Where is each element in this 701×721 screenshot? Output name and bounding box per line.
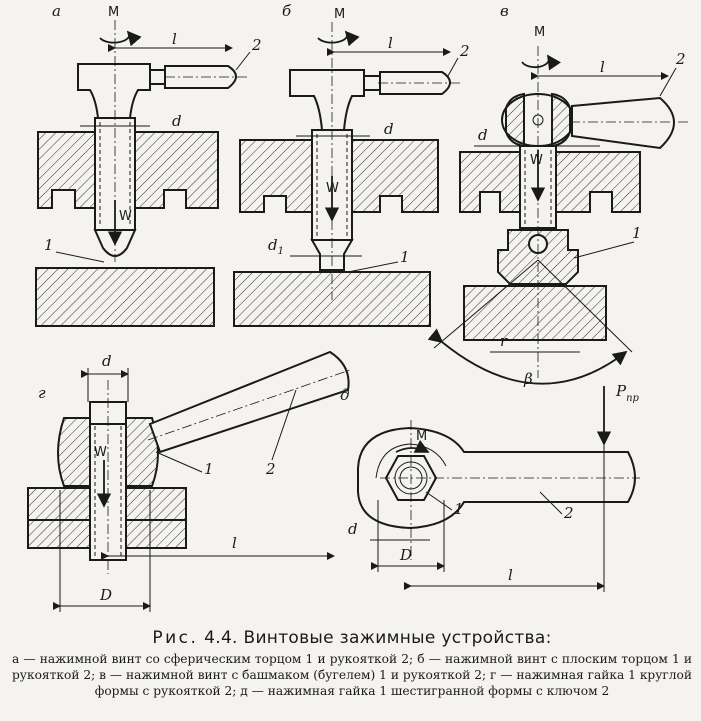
panel-g: г d W 1 2 l D: [27, 350, 351, 612]
handle-neck: [363, 75, 381, 91]
force-label: W: [119, 209, 132, 224]
screw-head: [289, 69, 365, 131]
diameter-label: d: [172, 112, 182, 130]
panel-d: д Pпр M 1 2 d D l: [340, 382, 640, 592]
workpiece: [463, 285, 607, 341]
angle-arc: [427, 328, 628, 385]
angle-label: β: [523, 370, 533, 388]
radius-label: r: [500, 332, 508, 350]
outer-diameter-label: D: [99, 586, 112, 604]
force-label: W: [326, 181, 339, 196]
force-label: Pпр: [615, 382, 640, 404]
fixture-body-right: [555, 151, 641, 213]
panel-d-letter: д: [340, 386, 350, 404]
force-label: W: [94, 445, 107, 460]
workpiece: [35, 267, 215, 327]
handle-neck: [149, 69, 166, 85]
moment-label: M: [416, 429, 427, 444]
flat-tip: [310, 239, 354, 271]
figure-caption: Рис. 4.4. Винтовые зажимные устройства: …: [12, 628, 692, 699]
nut-number: 1: [454, 500, 464, 518]
panel-v: в M l 2 d W 1 β r: [427, 2, 690, 388]
workpiece: [233, 271, 431, 327]
moment-label: M: [534, 25, 545, 40]
handle: [571, 96, 675, 150]
key-number: 2: [563, 504, 574, 522]
tip-number: 1: [44, 236, 54, 254]
fixture-body-right: [351, 139, 439, 213]
length-label: l: [600, 58, 605, 76]
length-label: l: [388, 34, 393, 52]
fixture-body-left: [239, 139, 313, 213]
moment-arrow: [317, 30, 360, 47]
fixture-body-left: [459, 151, 521, 213]
shoe-number: 1: [632, 224, 642, 242]
panel-b-letter: б: [282, 2, 292, 20]
panel-b: б M l 2 d W d1 1: [233, 2, 470, 327]
fixture-left: [27, 519, 91, 549]
caption-prefix: Рис.: [152, 628, 199, 648]
moment-label: M: [108, 5, 119, 20]
moment-arrow: [99, 30, 142, 47]
workpiece-left: [27, 487, 91, 521]
screw-head: [77, 63, 151, 119]
force-label: W: [530, 153, 543, 168]
diameter-label: d: [348, 520, 358, 538]
round-nut-right: [125, 417, 159, 487]
panel-v-letter: в: [500, 2, 509, 20]
diameter-label: d: [384, 120, 394, 138]
technical-drawing: а M l 2 d W 1 б M: [27, 2, 690, 612]
handle-number: 2: [675, 50, 686, 68]
diameter1-label: d1: [268, 236, 284, 257]
panel-g-letter: г: [38, 384, 46, 402]
round-nut-left: [57, 417, 91, 487]
handle: [148, 350, 350, 454]
nut-number: 1: [204, 460, 214, 478]
handle: [164, 65, 237, 89]
panel-a-letter: а: [52, 2, 61, 20]
diameter-label: d: [478, 126, 488, 144]
caption-text: а — нажимной винт со сферическим торцом …: [12, 652, 692, 698]
outer-diameter-label: D: [399, 546, 412, 564]
length-label: l: [508, 566, 513, 584]
length-label: l: [172, 30, 177, 48]
handle-number: 2: [459, 42, 470, 60]
caption-number: 4.4.: [204, 628, 238, 648]
leader-line: [235, 51, 251, 71]
moment-label: M: [334, 7, 345, 22]
workpiece-right: [125, 487, 187, 521]
length-label: l: [232, 534, 237, 552]
caption-title: Рис. 4.4. Винтовые зажимные устройства:: [12, 628, 692, 648]
moment-arrow: [395, 439, 430, 453]
fixture-right: [125, 519, 187, 549]
handle-number: 2: [265, 460, 276, 478]
moment-arrow: [521, 54, 562, 71]
fixture-body-left: [37, 131, 96, 209]
fixture-body-right: [134, 131, 219, 209]
tip-number: 1: [400, 248, 410, 266]
diameter-label: d: [102, 352, 112, 370]
caption-title-text: Винтовые зажимные устройства:: [243, 628, 552, 648]
panel-a: а M l 2 d W 1: [35, 2, 262, 327]
handle-number: 2: [251, 36, 262, 54]
